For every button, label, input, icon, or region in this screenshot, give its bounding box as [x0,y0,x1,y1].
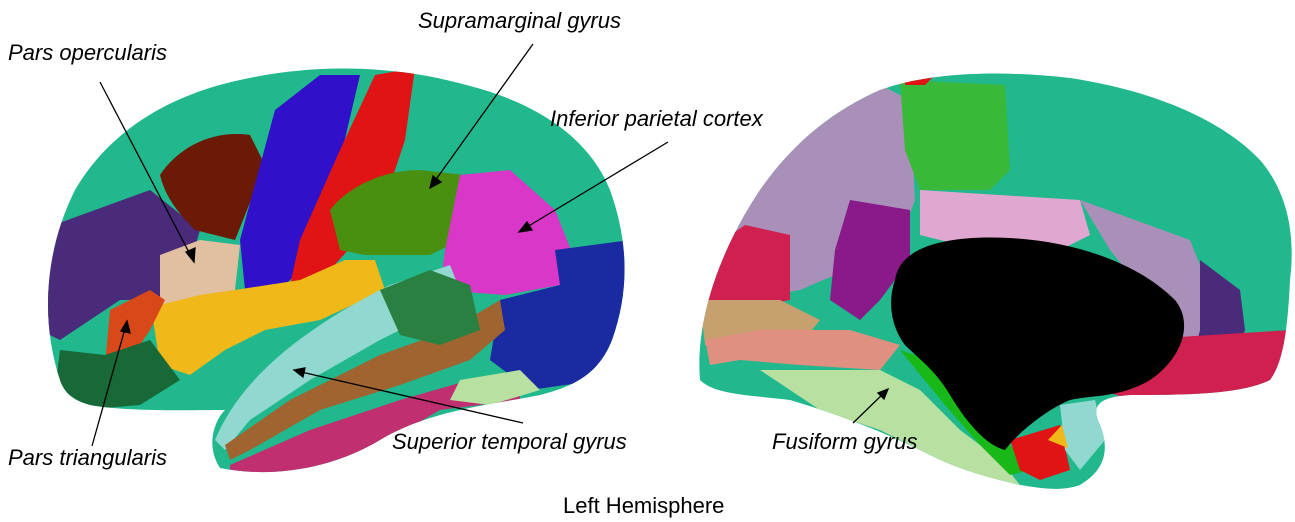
pars-opercularis-label: Pars opercularis [8,40,167,66]
cuneus-region [695,225,790,310]
supramarginal-gyrus-label: Supramarginal gyrus [418,8,621,34]
paracentral-region [900,80,1010,190]
inferior-parietal-cortex-label: Inferior parietal cortex [550,106,763,132]
superior-temporal-gyrus-label: Superior temporal gyrus [392,429,627,455]
pars-triangularis-label: Pars triangularis [8,445,167,471]
hemisphere-caption: Left Hemisphere [563,493,724,519]
fusiform-gyrus-label: Fusiform gyrus [772,429,917,455]
